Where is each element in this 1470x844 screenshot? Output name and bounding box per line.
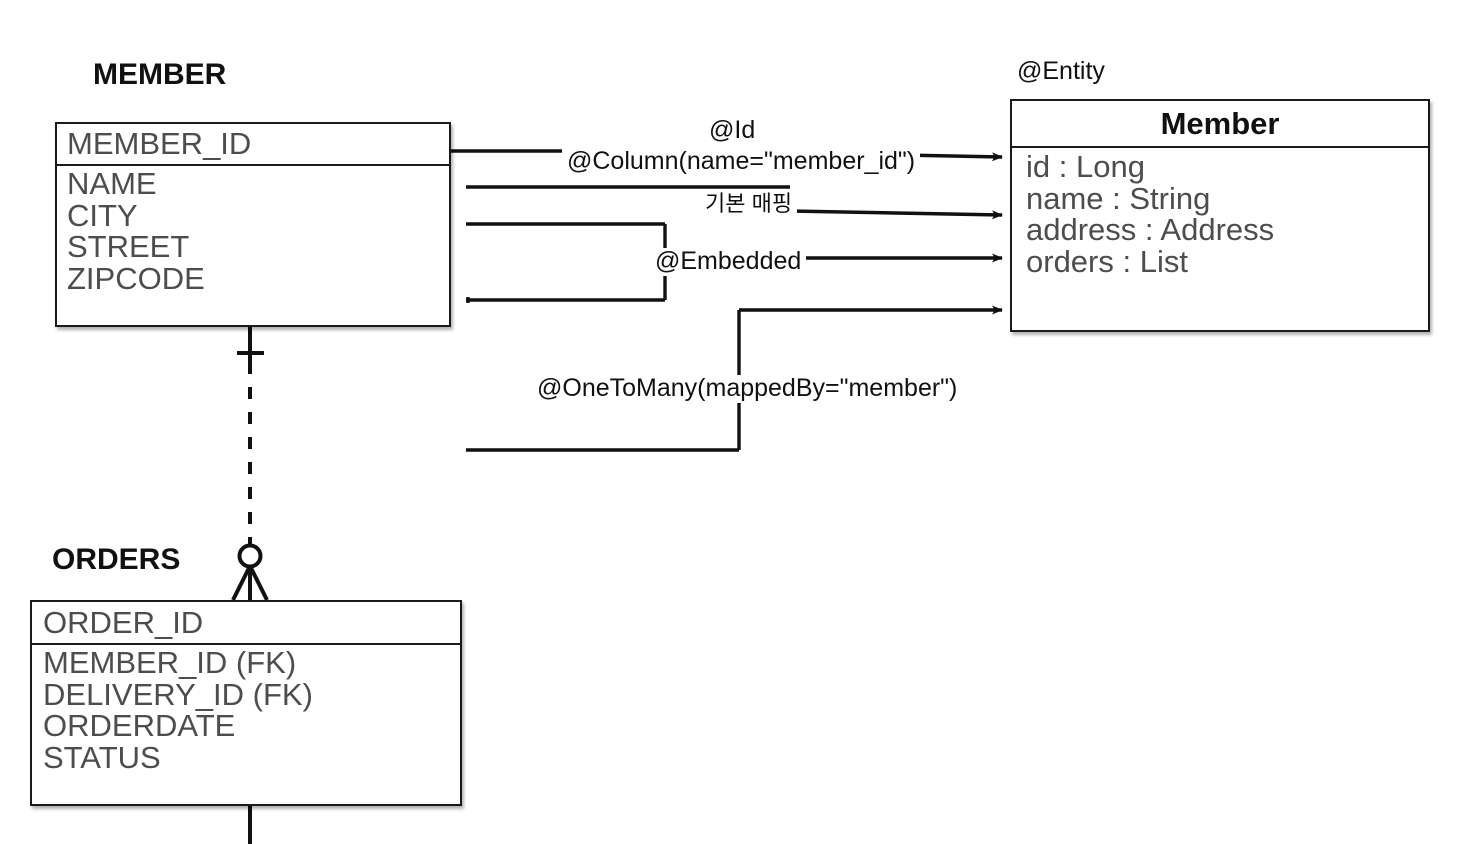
table-row: MEMBER_ID (FK) [43,645,297,680]
orders-table-pk-section: ORDER_ID [32,602,460,645]
entity-field: name : String [1026,180,1211,216]
table-row: ZIPCODE [67,260,205,296]
member-entity-box: Member id : Long name : String address :… [1010,99,1430,332]
member-table-pk-section: MEMBER_ID [57,124,449,166]
entity-stereotype-label: @Entity [1017,57,1105,86]
member-table-caption: MEMBER [93,58,227,91]
orders-table: ORDER_ID MEMBER_ID (FK) DELIVERY_ID (FK)… [30,600,462,806]
wire-basic-right [789,209,1003,220]
orders-table-caption: ORDERS [52,543,181,576]
table-row: ORDERDATE [43,708,236,744]
table-row: NAME [67,166,157,201]
annotation-id: @Id [704,116,761,145]
annotation-basic-mapping: 기본 매핑 [700,191,798,217]
member-entity-fields: id : Long name : String address : Addres… [1012,148,1428,277]
member-table: MEMBER_ID NAME CITY STREET ZIPCODE [55,122,451,327]
member-table-pk: MEMBER_ID [67,126,252,162]
table-row: DELIVERY_ID (FK) [43,676,313,712]
member-entity-class-name: Member [1012,101,1428,148]
annotation-one-to-many: @OneToMany(mappedBy="member") [532,374,963,403]
member-table-columns: NAME CITY STREET ZIPCODE [57,166,449,294]
orders-table-columns: MEMBER_ID (FK) DELIVERY_ID (FK) ORDERDAT… [32,645,460,773]
table-row: STREET [67,229,190,265]
entity-field: orders : List [1026,243,1188,279]
table-row: STATUS [43,739,161,775]
entity-field: id : Long [1026,149,1145,184]
orders-table-pk: ORDER_ID [43,604,204,640]
rel-crowsfoot [231,565,269,601]
annotation-column: @Column(name="member_id") [562,147,921,176]
rel-optional-circle [237,543,263,569]
entity-field: address : Address [1026,212,1275,248]
table-row: CITY [67,197,138,233]
annotation-embedded: @Embedded [650,247,807,276]
